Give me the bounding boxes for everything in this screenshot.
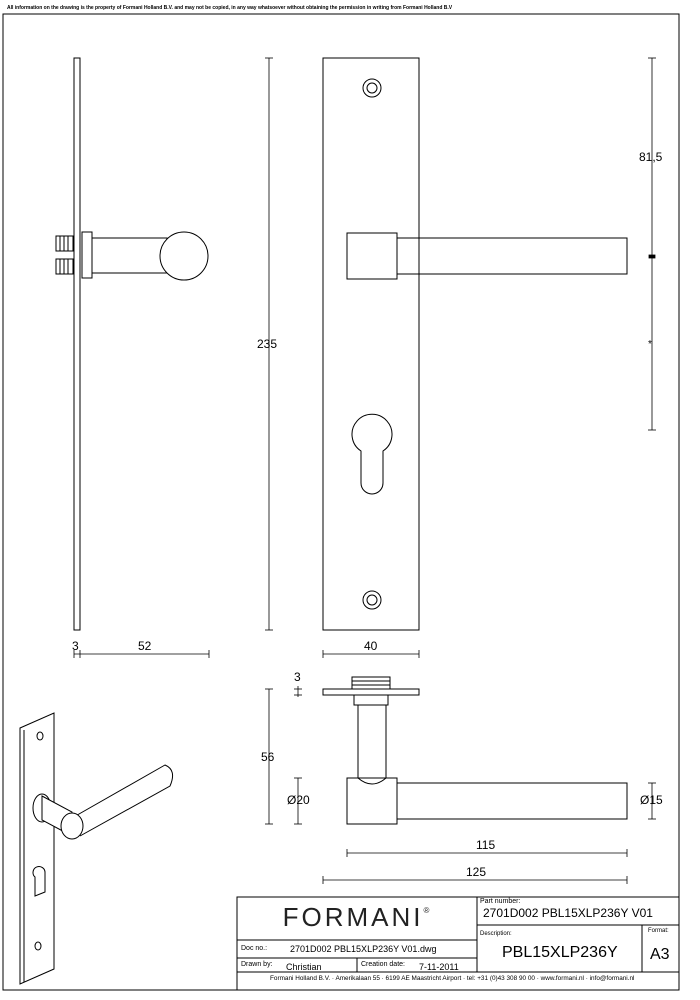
description: PBL15XLP236Y [502,944,618,961]
isometric-view [19,712,174,985]
dimension-lines [73,57,656,884]
screw-hole-top [362,78,382,98]
front-lever-bar [396,237,628,275]
doc-no: 2701D002 PBL15XLP236Y V01.dwg [290,944,437,954]
drawn-by: Christian [286,962,322,972]
side-view [55,57,209,631]
creation-date: 7-11-2011 [419,962,459,972]
iso-lever-end [60,812,84,840]
front-plate [322,57,420,631]
dim-backplate-thickness: 3 [72,639,79,653]
logo-mark: ® [423,906,433,915]
drawn-by-label: Drawn by: [241,961,273,968]
dim-plate-width: 40 [364,639,378,653]
top-spindle [351,676,391,690]
dim-lever-diameter: Ø15 [640,793,663,807]
dim-projection: 52 [138,639,152,653]
iso-screw-bottom [34,941,42,951]
side-rose [81,231,93,279]
part-number: 2701D002 PBL15XLP236Y V01 [483,906,653,920]
creation-date-label: Creation date: [361,961,405,968]
iso-screw-top [36,731,44,741]
dim-to-handle: 81,5 [639,150,663,164]
description-label: Description: [480,931,512,937]
title-block [236,896,680,991]
footer-address: Formani Holland B.V. · Amerikalaan 55 · … [270,975,635,982]
dim-star: * [648,339,652,350]
iso-lever [71,764,174,837]
front-lever-rose [346,232,398,280]
side-backplate [73,57,81,631]
formani-logo: FORMANI® [240,902,475,933]
top-lever-rose [346,777,398,825]
top-neck [357,705,387,779]
top-lever-bar [396,782,628,820]
iso-plate [19,712,55,985]
part-number-label: Part number: [480,898,521,905]
dim-height-total: 235 [257,337,278,351]
side-lever-end [159,231,209,281]
iso-cylinder-cutout [32,866,46,897]
copyright-notice: All information on the drawing is the pr… [7,5,453,11]
format-label: Format: [648,928,669,934]
dim-lever-length: 115 [476,838,496,852]
logo-text: FORMANI [282,902,424,932]
dim-total-length: 125 [466,865,487,879]
sheet-border [2,13,680,991]
dim-handle-height: 56 [261,750,275,764]
cylinder-cutout [351,413,393,495]
front-view [322,57,628,631]
side-lever-neck [91,237,168,274]
doc-no-label: Doc no.: [241,945,268,952]
format: A3 [650,946,670,963]
dim-rose-thickness: 3 [294,670,301,684]
dim-rose-diameter: Ø20 [287,793,310,807]
screw-hole-bottom [362,590,382,610]
top-view [322,676,628,825]
top-rose [353,694,389,706]
top-plate [322,688,420,696]
